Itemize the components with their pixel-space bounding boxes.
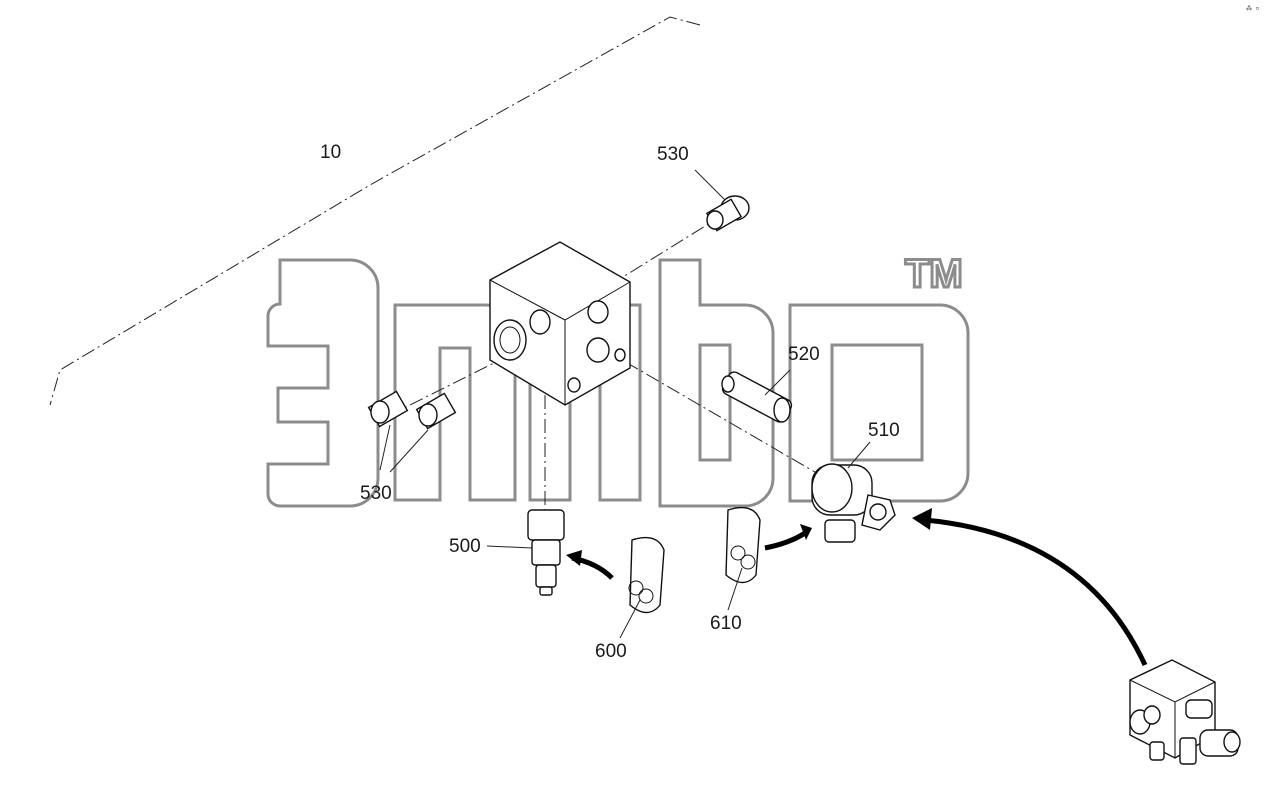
axis-line-right — [604, 349, 821, 476]
arrow-tag-600-to-cartridge — [566, 550, 614, 580]
callout-tag-left: 600 — [595, 641, 627, 662]
callout-fitting-left: 530 — [360, 483, 392, 504]
arrow-tag-610-to-solenoid — [764, 524, 812, 551]
fitting-530-top — [705, 195, 750, 232]
callout-fitting-top: 530 — [657, 144, 689, 165]
leader-510 — [847, 441, 871, 469]
callout-tag-right: 610 — [710, 613, 742, 634]
callout-solenoid: 510 — [868, 420, 900, 441]
fitting-530-left-a — [367, 390, 409, 428]
tag-600 — [628, 536, 665, 614]
arrow-assembly-to-solenoid — [912, 508, 1148, 667]
trademark-symbol: TM — [905, 252, 963, 296]
check-valve-520 — [721, 371, 793, 423]
leader-500 — [486, 545, 533, 549]
assembly-boundary-line — [49, 16, 701, 406]
callout-cartridge: 500 — [449, 536, 481, 557]
valve-block — [489, 241, 631, 406]
callout-check-valve: 520 — [788, 344, 820, 365]
leader-530-left-a — [379, 424, 391, 471]
cartridge-500 — [527, 509, 565, 596]
leader-610 — [727, 567, 743, 611]
axis-line-top — [609, 219, 716, 286]
solenoid-510 — [811, 463, 896, 543]
callout-assembly: 10 — [320, 142, 341, 163]
leader-530-top — [694, 169, 726, 201]
leader-520 — [764, 369, 791, 396]
corner-mark: ⁂ ▫ — [1246, 5, 1259, 12]
tag-610 — [725, 506, 761, 584]
leader-600 — [619, 599, 641, 639]
assembled-reference-view — [1129, 659, 1241, 765]
leader-530-left-b — [389, 429, 429, 473]
watermark-logo: TM — [266, 251, 970, 508]
fitting-530-left-b — [415, 392, 457, 430]
